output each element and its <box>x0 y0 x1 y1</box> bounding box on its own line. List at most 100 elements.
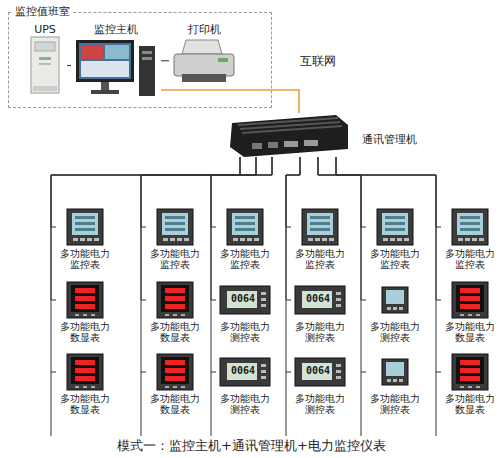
icon-part <box>387 379 391 382</box>
icon-part <box>65 280 105 320</box>
node-label: 多功能电力 测控表 <box>216 393 274 415</box>
icon-part <box>336 370 341 373</box>
icon-part <box>65 352 105 392</box>
icon-part <box>81 61 129 77</box>
icon-part <box>80 238 85 241</box>
icon-part <box>479 238 484 241</box>
icon-part <box>476 314 480 316</box>
icon-part <box>375 352 415 392</box>
device-icon <box>56 352 114 392</box>
meter-node: 多功能电力 监控表 <box>146 207 204 270</box>
bus-connector <box>51 157 240 372</box>
lcd-reading: 0064 <box>228 292 258 306</box>
icon-part <box>261 292 266 295</box>
icon-part <box>91 90 119 94</box>
icon-part <box>174 54 234 76</box>
bus-connector <box>51 157 240 300</box>
icon-part <box>235 222 255 225</box>
icon-part <box>165 296 185 301</box>
icon-part <box>452 282 488 318</box>
icon-part <box>75 216 95 219</box>
node-label: UPS <box>23 23 67 36</box>
device-icon <box>146 280 204 320</box>
icon-part <box>165 304 185 309</box>
icon-part <box>460 314 464 316</box>
icon-part <box>173 314 177 316</box>
icon-part <box>227 291 257 308</box>
bus-connector <box>336 157 441 300</box>
icon-part <box>385 228 405 231</box>
icon-part <box>460 368 480 373</box>
icon-part <box>75 376 95 381</box>
icon-part <box>182 40 222 54</box>
icon-part <box>165 288 185 293</box>
device-icon <box>441 352 499 392</box>
icon-part <box>315 238 320 241</box>
icon-part <box>165 216 185 219</box>
meter-node: 多功能电力 数显表 <box>441 280 499 343</box>
node-label: 多功能电力 监控表 <box>216 248 274 270</box>
icon-part <box>35 42 55 51</box>
icon-part <box>233 238 238 241</box>
icon-part <box>385 222 405 225</box>
bus-connector <box>67 65 71 66</box>
icon-part <box>75 296 95 301</box>
bus-line <box>436 372 437 436</box>
node-label: 多功能电力 监控表 <box>56 248 114 270</box>
icon-part <box>235 216 255 219</box>
icon-part <box>75 360 95 365</box>
icon-part <box>247 238 252 241</box>
icon-part <box>75 36 157 98</box>
device-icon <box>146 207 204 247</box>
device-icon <box>366 207 424 247</box>
meter-node: 多功能电力 监控表 <box>291 207 349 270</box>
icon-part <box>165 314 169 316</box>
bus-connector <box>286 157 300 300</box>
node-label: 通讯管理机 <box>362 133 417 146</box>
device-icon <box>291 207 349 247</box>
icon-part <box>310 216 330 219</box>
icon-part <box>261 304 266 307</box>
icon-part <box>155 207 195 247</box>
icon-part <box>67 282 103 318</box>
icon-part <box>94 238 99 241</box>
bus-connector <box>286 157 300 227</box>
icon-part <box>181 314 185 316</box>
icon-part <box>399 379 403 382</box>
meter-node: 多功能电力 测控表 <box>366 280 424 343</box>
node-label: 多功能电力 数显表 <box>441 393 499 415</box>
icon-part <box>79 43 131 79</box>
icon-part <box>302 291 332 308</box>
icon-part <box>30 36 60 94</box>
icon-part <box>31 37 59 93</box>
network-label: 互联网 <box>300 54 336 68</box>
icon-part <box>170 238 175 241</box>
icon-part <box>165 360 185 365</box>
icon-part <box>75 228 95 231</box>
device-icon <box>228 113 350 161</box>
icon-part <box>254 238 259 241</box>
bus-connector <box>161 60 169 61</box>
icon-part <box>375 207 415 247</box>
device-icon <box>169 36 239 86</box>
icon-part <box>242 126 342 133</box>
icon-part <box>295 286 345 314</box>
node-label: 多功能电力 测控表 <box>366 393 424 415</box>
icon-part <box>456 357 484 384</box>
icon-part <box>460 222 480 225</box>
icon-part <box>161 285 189 312</box>
icon-part <box>157 282 193 318</box>
device-icon <box>146 352 204 392</box>
icon-part <box>268 142 278 148</box>
device-icon <box>23 36 67 94</box>
icon-part <box>310 228 330 231</box>
icon-part <box>302 363 332 380</box>
device-icon <box>366 352 424 392</box>
bus-line <box>211 372 212 436</box>
node-label: 多功能电力 监控表 <box>146 248 204 270</box>
icon-part <box>460 296 480 301</box>
icon-part <box>387 307 391 310</box>
bus-line <box>286 372 287 436</box>
node-label: 多功能电力 数显表 <box>441 321 499 343</box>
icon-part <box>91 386 95 388</box>
